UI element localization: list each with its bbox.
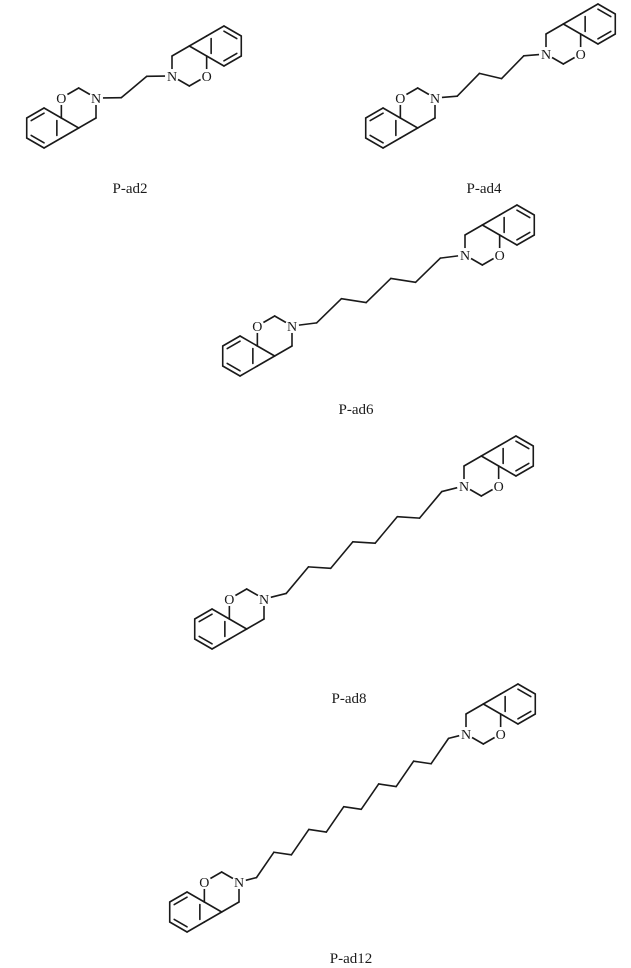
compound-label: P-ad8 xyxy=(332,691,367,707)
nitrogen-atom: N xyxy=(459,480,469,495)
nitrogen-atom: N xyxy=(287,320,297,335)
benzoxazine-unit-right: ON xyxy=(457,435,535,497)
oxygen-atom: O xyxy=(494,480,504,495)
oxygen-atom: O xyxy=(202,70,212,85)
nitrogen-atom: N xyxy=(234,876,244,891)
oxygen-atom: O xyxy=(56,92,66,107)
linker-chain xyxy=(298,255,459,326)
benzoxazine-unit-right: ON xyxy=(539,3,617,65)
oxygen-atom: O xyxy=(496,728,506,743)
compound-label: P-ad12 xyxy=(330,951,373,967)
oxygen-atom: O xyxy=(576,48,586,63)
benzoxazine-unit-right: ON xyxy=(165,25,243,87)
oxygen-atom: O xyxy=(495,249,505,264)
oxygen-atom: O xyxy=(252,320,262,335)
nitrogen-atom: N xyxy=(167,70,177,85)
nitrogen-atom: N xyxy=(460,249,470,264)
linker-chain xyxy=(441,53,540,99)
nitrogen-atom: N xyxy=(541,48,551,63)
oxygen-atom: O xyxy=(395,92,405,107)
compound-label: P-ad2 xyxy=(113,181,148,197)
nitrogen-atom: N xyxy=(461,728,471,743)
linker-chain xyxy=(244,734,461,882)
linker-chain xyxy=(102,75,166,99)
oxygen-atom: O xyxy=(199,876,209,891)
compound-label: P-ad4 xyxy=(467,181,502,197)
linker-chain xyxy=(269,486,459,599)
compound-label: P-ad6 xyxy=(339,402,374,418)
nitrogen-atom: N xyxy=(91,92,101,107)
benzoxazine-unit-right: ON xyxy=(458,204,536,266)
nitrogen-atom: N xyxy=(259,593,269,608)
benzoxazine-unit-right: ON xyxy=(459,683,537,745)
nitrogen-atom: N xyxy=(430,92,440,107)
oxygen-atom: O xyxy=(224,593,234,608)
